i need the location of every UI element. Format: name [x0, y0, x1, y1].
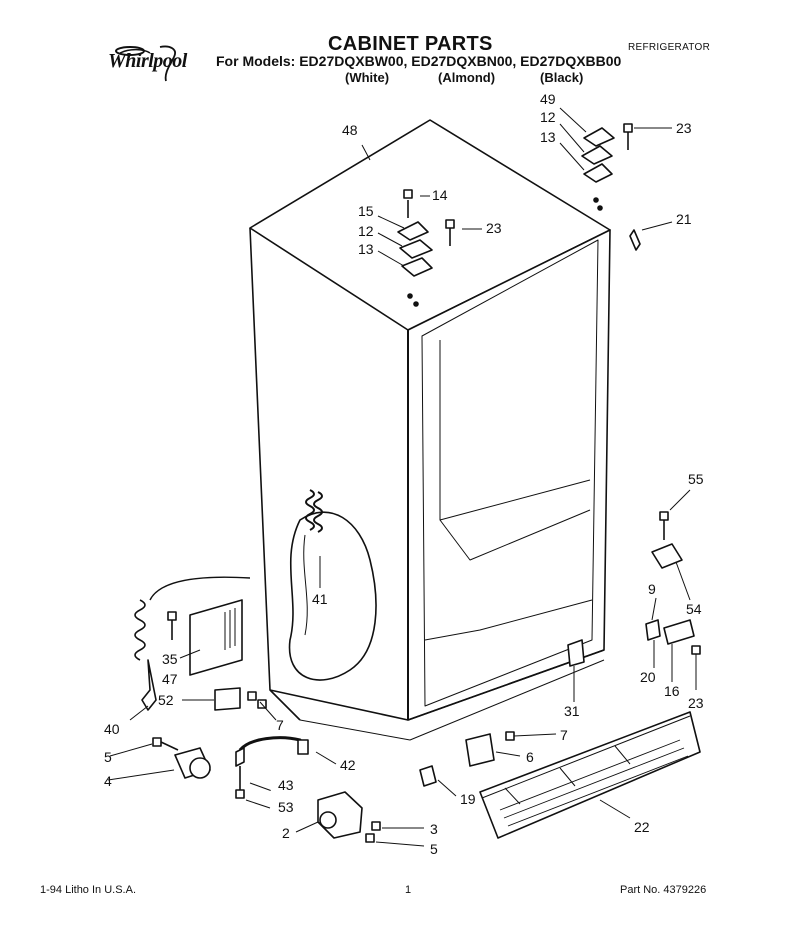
cabinet-shell — [249, 119, 611, 741]
callout-labels: 48 14 15 12 13 23 49 12 13 23 21 41 55 5… — [104, 91, 704, 857]
callout-14: 14 — [432, 187, 448, 203]
callout-16: 16 — [664, 683, 680, 699]
power-cord-and-box — [134, 576, 257, 711]
callout-7-right: 7 — [560, 727, 568, 743]
water-tube — [235, 736, 309, 799]
callout-4: 4 — [104, 773, 112, 789]
callout-5-left: 5 — [104, 749, 112, 765]
right-hinge-assembly — [581, 123, 641, 251]
toe-grille — [479, 711, 701, 839]
leader-lines — [107, 107, 697, 847]
callout-12-top: 12 — [358, 223, 374, 239]
model-list: For Models: ED27DQXBW00, ED27DQXBN00, ED… — [216, 53, 622, 69]
callout-48: 48 — [342, 122, 358, 138]
whirlpool-logo — [100, 45, 210, 90]
callout-21: 21 — [676, 211, 692, 227]
callout-13-right: 13 — [540, 129, 556, 145]
callout-23-bottom: 23 — [688, 695, 704, 711]
callout-31: 31 — [564, 703, 580, 719]
callout-35: 35 — [162, 651, 178, 667]
callout-5-right: 5 — [430, 841, 438, 857]
callout-52: 52 — [158, 692, 174, 708]
left-roller-assembly — [152, 737, 211, 779]
leveling-brackets — [257, 639, 585, 787]
callout-6: 6 — [526, 749, 534, 765]
callout-13-top: 13 — [358, 241, 374, 257]
callout-15: 15 — [358, 203, 374, 219]
callout-41: 41 — [312, 591, 328, 607]
appliance-category: REFRIGERATOR — [628, 42, 711, 53]
drain-hose — [305, 489, 323, 533]
right-roller-assembly — [317, 791, 381, 843]
callout-53: 53 — [278, 799, 294, 815]
variant-white: (White) — [345, 70, 390, 85]
part-number: Part No. 4379226 — [620, 884, 707, 896]
page-number: 1 — [405, 884, 412, 896]
callout-20: 20 — [640, 669, 656, 685]
variant-black: (Black) — [540, 70, 584, 85]
callout-9: 9 — [648, 581, 656, 597]
callout-7-left: 7 — [276, 717, 284, 733]
callout-19: 19 — [460, 791, 476, 807]
callout-23-top: 23 — [486, 220, 502, 236]
brand-name: Whirlpool — [108, 50, 187, 72]
callout-49: 49 — [540, 91, 556, 107]
callout-12-right: 12 — [540, 109, 556, 125]
callout-43: 43 — [278, 777, 294, 793]
callout-22: 22 — [634, 819, 650, 835]
callout-2: 2 — [282, 825, 290, 841]
callout-42: 42 — [340, 757, 356, 773]
variant-almond: (Almond) — [438, 70, 496, 85]
callout-55: 55 — [688, 471, 704, 487]
top-hinge-assembly — [397, 189, 455, 307]
callout-47: 47 — [162, 671, 178, 687]
bottom-right-hinge — [645, 511, 701, 655]
callout-54: 54 — [686, 601, 702, 617]
page-title: CABINET PARTS — [328, 33, 493, 55]
callout-40: 40 — [104, 721, 120, 737]
callout-23-right: 23 — [676, 120, 692, 136]
print-info: 1-94 Litho In U.S.A. — [40, 884, 136, 896]
callout-3: 3 — [430, 821, 438, 837]
